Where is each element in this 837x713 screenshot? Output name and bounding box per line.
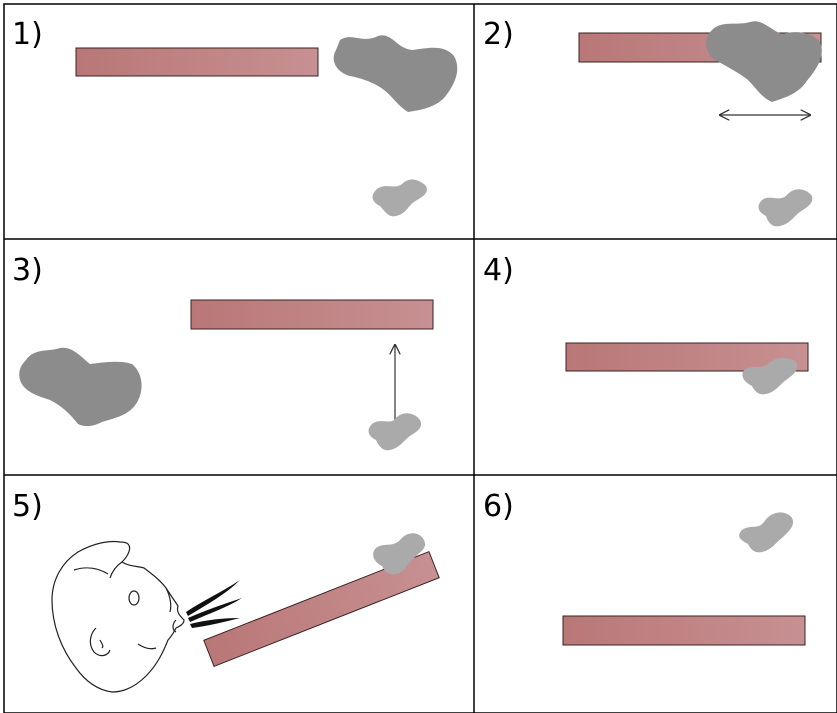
small-cloud (368, 413, 422, 451)
plank (203, 550, 440, 668)
plank (75, 47, 319, 77)
panel-4-label: 4) (483, 253, 514, 288)
panel-6-label: 6) (483, 489, 514, 524)
blowing-face-icon (51, 540, 185, 693)
panel-6: 6) (483, 489, 806, 646)
large-cloud (19, 347, 142, 427)
plank (562, 615, 806, 646)
small-cloud (372, 179, 427, 217)
panel-5: 5) (12, 489, 440, 693)
panel-4: 4) (483, 253, 809, 395)
large-cloud (706, 21, 822, 102)
panel-1: 1) (12, 17, 458, 217)
small-cloud (739, 512, 794, 553)
plank (190, 299, 434, 330)
panel-2: 2) (483, 17, 822, 227)
panel-1-label: 1) (12, 17, 43, 52)
panel-3-label: 3) (12, 253, 43, 288)
panel-2-label: 2) (483, 17, 514, 52)
small-cloud (742, 357, 798, 395)
wind-gust-icon (186, 580, 242, 628)
panel-5-label: 5) (12, 489, 43, 524)
small-cloud (758, 189, 813, 227)
panel-grid (3, 3, 837, 713)
panel-3: 3) (12, 253, 434, 451)
large-cloud (333, 35, 458, 112)
small-cloud (373, 533, 426, 575)
